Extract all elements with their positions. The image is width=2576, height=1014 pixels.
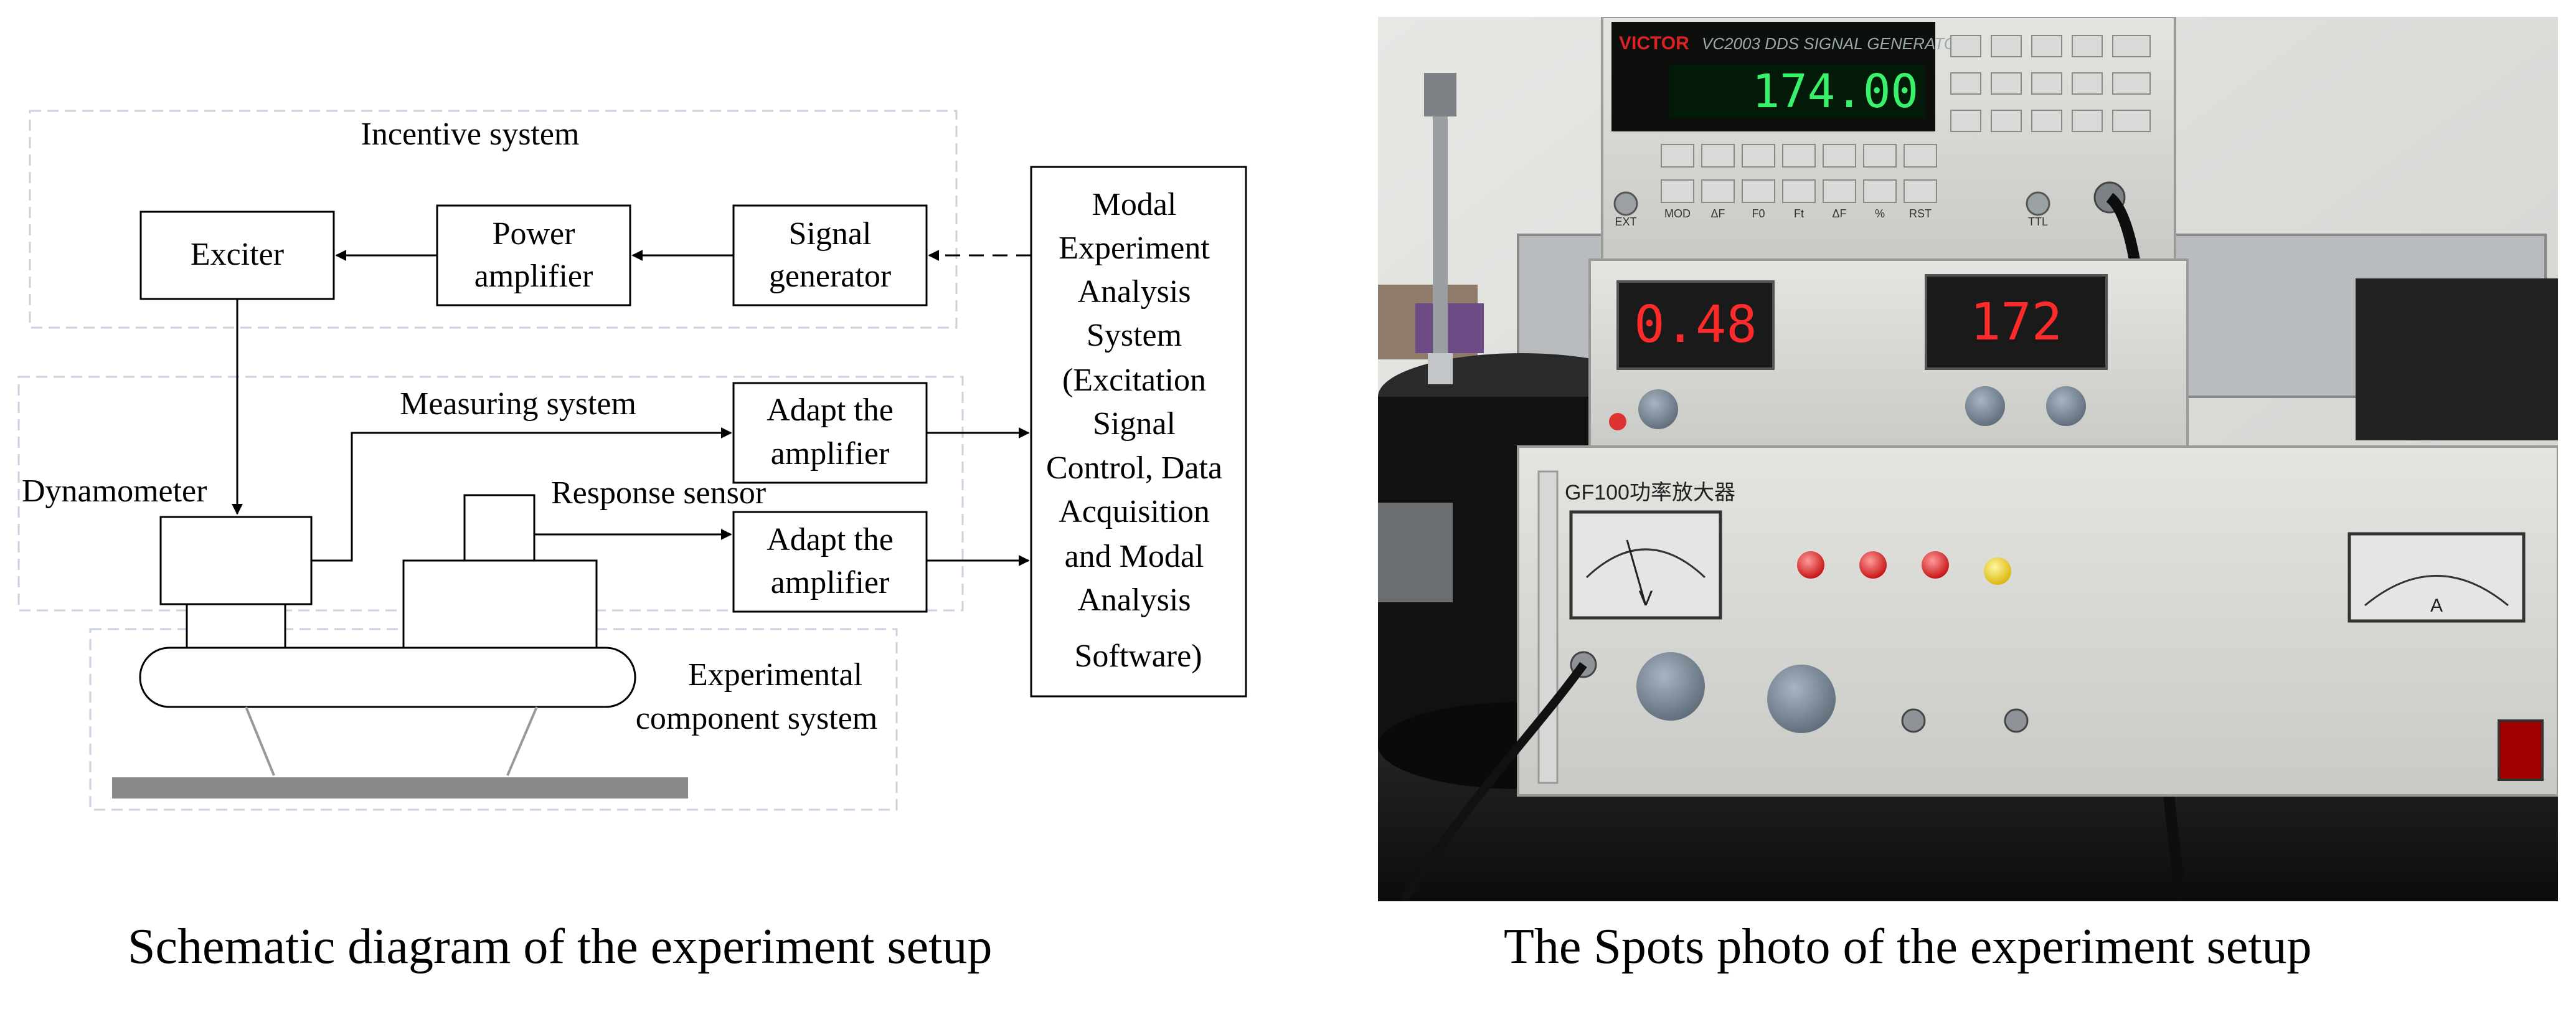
experimental-component-label-1: Experimental [688, 657, 862, 693]
experiment-schematic: Incentive system Measuring system Experi… [17, 110, 1247, 811]
wire-dynamometer-to-adapt-1 [311, 427, 732, 562]
amp-gain-knob [1767, 665, 1836, 733]
generator-button-label: ΔF [1832, 207, 1846, 220]
power-amplifier-block [436, 204, 631, 306]
exciter-block [139, 211, 335, 300]
background-clutter [1415, 303, 1484, 353]
amp-bnc-input [1901, 708, 1926, 733]
meter-left-readout: 0.48 [1634, 295, 1757, 354]
amp-title: GF100功率放大器 [1565, 481, 1735, 505]
experiment-setup-photo: VICTOR VC2003 DDS SIGNAL GENERATOR 174.0… [1378, 17, 2558, 901]
generator-button-label: RST [1909, 207, 1932, 220]
generator-button-label: MOD [1664, 207, 1691, 220]
incentive-system-group [29, 110, 958, 329]
modal-line: Analysis [1078, 274, 1191, 310]
signal-generator-label-1: Signal [789, 216, 872, 252]
meter-right-readout: 172 [1970, 293, 2062, 352]
amp-gain-knob [1636, 652, 1705, 721]
adapt-amplifier-2-label-2: amplifier [771, 565, 890, 600]
dynamometer-label: Dynamometer [22, 473, 207, 509]
amp-power-switch [2498, 719, 2544, 781]
adapt-amplifier-1-label-2: amplifier [771, 436, 890, 471]
support-leg-right [506, 706, 538, 776]
amp-left-meter-unit: V [1639, 587, 1653, 610]
support-leg-left [245, 706, 275, 776]
experimental-component-label-2: component system [636, 701, 878, 736]
modal-line: Analysis [1078, 582, 1191, 618]
amp-indicator-led [1859, 551, 1887, 579]
adapt-amplifier-2-block [732, 511, 928, 613]
signal-generator-label-2: generator [769, 258, 891, 294]
generator-brand: VICTOR [1619, 33, 1689, 54]
response-sensor-head [463, 494, 535, 562]
schematic-caption: Schematic diagram of the experiment setu… [128, 919, 993, 974]
incentive-system-label: Incentive system [361, 116, 580, 152]
power-amplifier-label-1: Power [493, 216, 575, 252]
modal-analysis-system-text: Modal Experiment Analysis System (Excita… [1046, 187, 1230, 674]
experimental-component-beam [139, 647, 636, 708]
adapt-amplifier-2-label-1: Adapt the [767, 522, 894, 557]
dynamometer-body [159, 516, 313, 605]
modal-line: Control, Data [1046, 450, 1222, 486]
photo-caption: The Spots photo of the experiment setup [1504, 919, 2312, 974]
generator-bnc-ttl [2026, 191, 2050, 216]
meter-knob [1965, 386, 2005, 426]
amp-indicator-led [1922, 551, 1949, 579]
response-sensor-body [402, 559, 598, 649]
adapt-amplifier-1-label-1: Adapt the [767, 392, 894, 428]
meter-power-icon [1609, 413, 1626, 430]
generator-button-label: ΔF [1710, 207, 1725, 220]
amp-bnc-input [2004, 708, 2029, 733]
generator-display: 174.00 [1752, 65, 1918, 118]
signal-generator-unit: VICTOR VC2003 DDS SIGNAL GENERATOR 174.0… [1601, 17, 2176, 261]
cylinder-connector [1378, 503, 1453, 602]
amp-indicator-led [1797, 551, 1824, 579]
measuring-system-label: Measuring system [400, 386, 636, 422]
modal-line: System [1087, 318, 1182, 353]
sensor-head [1424, 73, 1456, 116]
sensor-clamp [1428, 353, 1453, 384]
vibration-meter-unit: 0.48 172 [1588, 258, 2189, 454]
modal-line: (Excitation [1062, 362, 1206, 398]
dynamometer-base [186, 603, 286, 649]
generator-port-label: TTL [2028, 216, 2048, 228]
modal-line: and Modal [1065, 539, 1204, 574]
modal-line: Signal [1093, 406, 1176, 442]
modal-line: Acquisition [1059, 494, 1210, 529]
response-sensor-label: Response sensor [551, 475, 766, 511]
meter-knob [1638, 389, 1678, 429]
modal-analysis-system-block [1030, 166, 1247, 698]
power-amplifier-unit: GF100功率放大器 V A [1517, 445, 2558, 797]
meter-knob [2046, 386, 2086, 426]
ground-base [112, 777, 688, 798]
generator-bnc-ext [1613, 191, 1638, 216]
generator-button-label: % [1875, 207, 1885, 220]
generator-port-label: EXT [1615, 216, 1636, 228]
modal-line: Modal [1092, 187, 1177, 222]
generator-button-label: F0 [1752, 207, 1765, 220]
generator-keypad [1950, 35, 2151, 132]
sensor-rod [1433, 79, 1448, 372]
signal-generator-block [732, 204, 928, 306]
amp-right-meter-unit: A [2430, 595, 2443, 616]
adapt-amplifier-1-block [732, 382, 928, 484]
power-amplifier-label-2: amplifier [474, 258, 593, 294]
modal-line: Software) [1074, 638, 1202, 674]
generator-button-label: Ft [1794, 207, 1804, 220]
modal-line: Experiment [1059, 230, 1210, 266]
generator-function-buttons [1661, 144, 1937, 203]
amp-indicator-led [1984, 557, 2011, 585]
generator-model: VC2003 DDS SIGNAL GENERATOR [1702, 34, 1968, 53]
exciter-label: Exciter [191, 237, 284, 272]
amplifier-input-cable [1399, 661, 1587, 901]
case-dark-lid [2356, 278, 2558, 440]
